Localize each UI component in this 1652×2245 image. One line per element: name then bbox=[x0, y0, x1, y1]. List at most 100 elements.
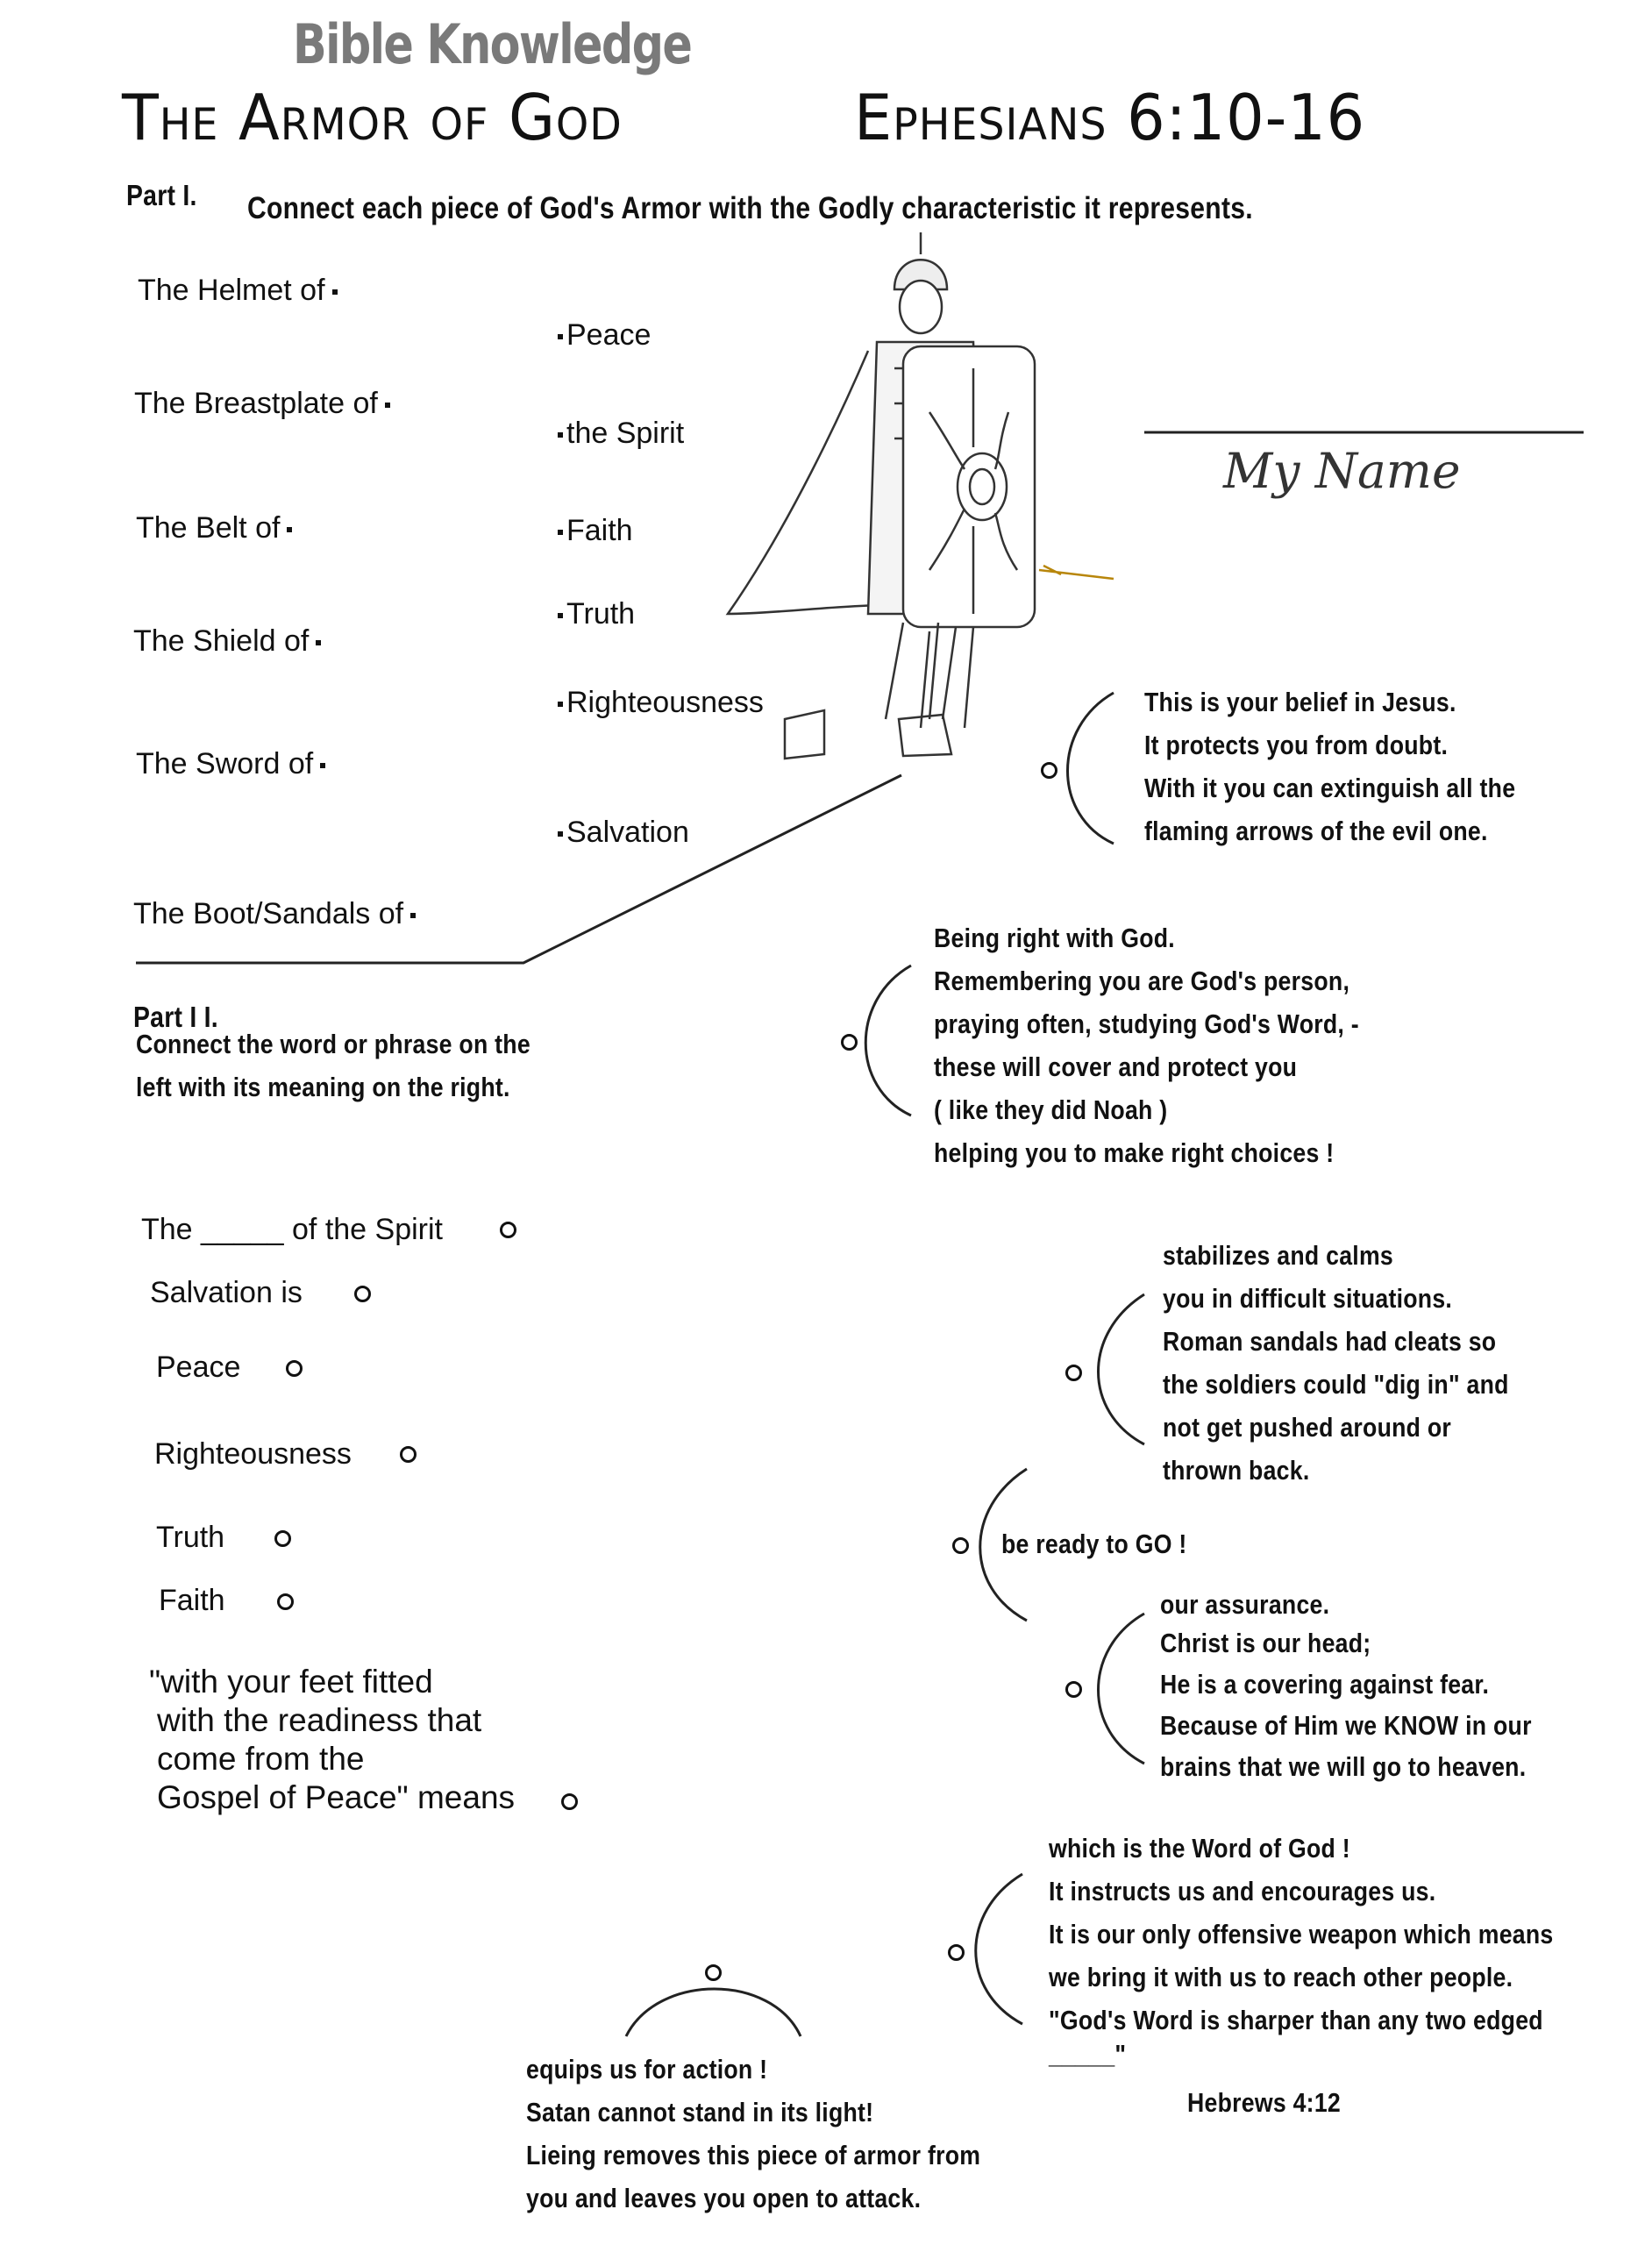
armor-item[interactable]: The Breastplate of bbox=[134, 387, 397, 421]
term-item: Righteousness bbox=[154, 1437, 352, 1471]
term-item: The _____ of the Spirit bbox=[141, 1213, 444, 1246]
bracket bbox=[624, 1987, 802, 2037]
armor-item[interactable]: The Boot/Sandals of bbox=[133, 897, 423, 931]
armor-label: The Breastplate of bbox=[134, 387, 378, 420]
quality-item[interactable]: Peace bbox=[558, 318, 651, 353]
connect-circle[interactable] bbox=[952, 1537, 969, 1554]
connect-circle[interactable] bbox=[948, 1944, 965, 1961]
quote-line: Gospel of Peace" means bbox=[157, 1779, 516, 1815]
quality-item[interactable]: the Spirit bbox=[558, 417, 684, 451]
connect-circle[interactable] bbox=[1041, 762, 1057, 779]
meaning-line: _____" bbox=[1049, 2039, 1127, 2070]
connect-circle[interactable] bbox=[400, 1446, 417, 1463]
quality-label: the Spirit bbox=[566, 417, 685, 450]
meaning-line: Because of Him we KNOW in our bbox=[1160, 1710, 1532, 1741]
quality-item[interactable]: Faith bbox=[558, 514, 633, 548]
meaning-line: Being right with God. bbox=[934, 923, 1175, 953]
quote-line: come from the bbox=[157, 1741, 365, 1777]
connect-dot[interactable] bbox=[331, 289, 338, 296]
meaning-line: This is your belief in Jesus. bbox=[1144, 687, 1456, 717]
connect-dot[interactable] bbox=[558, 530, 563, 536]
connect-circle[interactable] bbox=[500, 1222, 516, 1238]
meaning-line: brains that we will go to heaven. bbox=[1160, 1751, 1527, 1782]
meaning-line: be ready to GO ! bbox=[1001, 1529, 1187, 1559]
name-input[interactable] bbox=[1144, 386, 1584, 431]
quality-item[interactable]: Salvation bbox=[558, 816, 689, 850]
meaning-line: It is our only offensive weapon which me… bbox=[1049, 1919, 1554, 1949]
meaning-gospel: be ready to GO ! bbox=[1001, 1522, 1187, 1565]
quality-item[interactable]: Righteousness bbox=[558, 686, 764, 720]
scripture-reference: Ephesians 6:10-16 bbox=[854, 81, 1366, 154]
meaning-salvation: our assurance. Christ is our head; He is… bbox=[1160, 1587, 1532, 1787]
bracket bbox=[864, 964, 912, 1117]
armor-label: The Boot/Sandals of bbox=[133, 897, 404, 930]
quality-label: Peace bbox=[566, 318, 652, 352]
meaning-faith: This is your belief in Jesus. It protect… bbox=[1144, 681, 1515, 852]
term-item: Peace bbox=[156, 1351, 241, 1384]
connect-circle[interactable] bbox=[841, 1034, 858, 1051]
connect-dot[interactable] bbox=[558, 432, 563, 438]
connect-circle[interactable] bbox=[705, 1964, 722, 1981]
meaning-line: Lieing removes this piece of armor from bbox=[526, 2140, 981, 2170]
meaning-line: Remembering you are God's person, bbox=[934, 966, 1350, 996]
connect-dot[interactable] bbox=[558, 613, 563, 619]
bracket bbox=[1066, 691, 1114, 845]
connect-circle[interactable] bbox=[286, 1360, 303, 1377]
connect-circle[interactable] bbox=[354, 1286, 371, 1302]
connect-circle[interactable] bbox=[277, 1593, 294, 1610]
meaning-line: ( like they did Noah ) bbox=[934, 1094, 1168, 1125]
meaning-line: praying often, studying God's Word, - bbox=[934, 1008, 1359, 1039]
connect-circle[interactable] bbox=[1065, 1681, 1082, 1698]
meaning-righteousness: Being right with God. Remembering you ar… bbox=[934, 916, 1359, 1174]
quality-label: Truth bbox=[566, 597, 636, 631]
meaning-line: With it you can extinguish all the bbox=[1144, 773, 1516, 803]
quote-line: "with your feet fitted bbox=[149, 1664, 433, 1700]
connect-dot[interactable] bbox=[287, 527, 293, 533]
meaning-line: which is the Word of God ! bbox=[1049, 1833, 1350, 1864]
kicker-title: Bible Knowledge bbox=[293, 12, 693, 76]
bracket bbox=[974, 1872, 1023, 2026]
instruction-line: left with its meaning on the right. bbox=[136, 1072, 510, 1102]
meaning-line: you in difficult situations. bbox=[1163, 1283, 1453, 1314]
meaning-line: thrown back. bbox=[1163, 1455, 1310, 1486]
meaning-line: Roman sandals had cleats so bbox=[1163, 1326, 1497, 1357]
connect-circle[interactable] bbox=[274, 1530, 291, 1547]
term-item: Truth bbox=[156, 1521, 225, 1554]
meaning-line: these will cover and protect you bbox=[934, 1051, 1298, 1082]
connect-dot[interactable] bbox=[384, 403, 390, 409]
meaning-line: we bring it with us to reach other peopl… bbox=[1049, 1962, 1513, 1992]
connect-circle[interactable] bbox=[1065, 1365, 1082, 1381]
meaning-line: "God's Word is sharper than any two edge… bbox=[1049, 2005, 1543, 2035]
armor-label: The Belt of bbox=[136, 511, 281, 545]
page-title: The Armor of God bbox=[122, 81, 623, 154]
quality-label: Salvation bbox=[566, 816, 689, 849]
meaning-line: Satan cannot stand in its light! bbox=[526, 2097, 874, 2127]
connect-circle[interactable] bbox=[561, 1793, 578, 1810]
meaning-line: the soldiers could "dig in" and bbox=[1163, 1369, 1509, 1400]
meaning-line: It instructs us and encourages us. bbox=[1049, 1876, 1436, 1906]
connect-dot[interactable] bbox=[320, 763, 326, 769]
armor-label: The Sword of bbox=[136, 747, 314, 780]
part2-instruction: Connect the word or phrase on the left w… bbox=[136, 1023, 530, 1108]
connect-dot[interactable] bbox=[410, 913, 417, 919]
meaning-sword: which is the Word of God ! It instructs … bbox=[1049, 1827, 1554, 2077]
part1-instruction: Connect each piece of God's Armor with t… bbox=[247, 191, 1253, 225]
name-label: My Name bbox=[1223, 443, 1461, 499]
divider-line bbox=[136, 773, 902, 965]
bracket bbox=[1097, 1612, 1145, 1765]
quality-label: Righteousness bbox=[566, 686, 764, 719]
connect-dot[interactable] bbox=[316, 640, 322, 646]
quality-item[interactable]: Truth bbox=[558, 597, 635, 631]
meaning-line: Christ is our head; bbox=[1160, 1628, 1371, 1658]
part1-label: Part I. bbox=[126, 179, 197, 211]
armor-label: The Shield of bbox=[133, 624, 310, 658]
armor-item[interactable]: The Sword of bbox=[136, 747, 332, 781]
armor-item[interactable]: The Shield of bbox=[133, 624, 328, 659]
connect-dot[interactable] bbox=[558, 831, 563, 837]
quote-line: with the readiness that bbox=[157, 1702, 482, 1738]
armor-item[interactable]: The Helmet of bbox=[138, 274, 345, 308]
armor-item[interactable]: The Belt of bbox=[136, 511, 299, 545]
connect-dot[interactable] bbox=[558, 334, 563, 340]
connect-dot[interactable] bbox=[558, 702, 563, 708]
